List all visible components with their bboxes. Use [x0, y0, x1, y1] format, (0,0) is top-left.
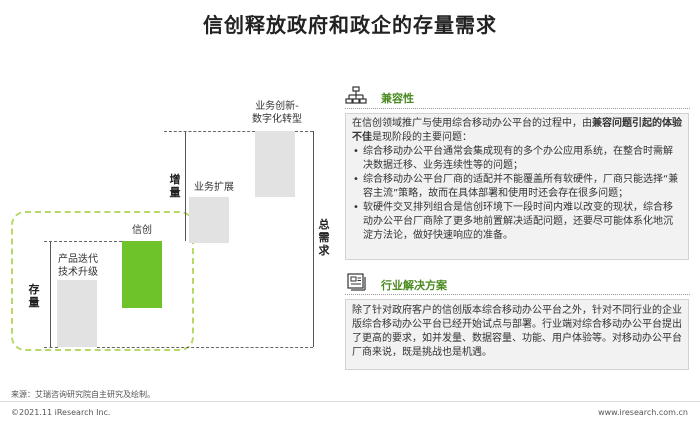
document-icon	[347, 273, 366, 291]
list-item: 综合移动办公平台通常会集成现有的多个办公应用系统，在整合时需解决数据迁移、业务连…	[352, 145, 682, 173]
total-label: 总 需 求	[318, 218, 330, 257]
label-expansion: 业务扩展	[194, 182, 234, 193]
compat-intro-bold: 兼容问题引起的体验不佳	[352, 118, 682, 143]
compat-intro-text: 在信创领域推广与使用综合移动办公平台的过程中，由	[352, 118, 592, 129]
website: www.iresearch.com.cn	[598, 408, 688, 417]
industry-divider	[345, 294, 690, 295]
compat-intro-text-end: 是现阶段的主要问题：	[372, 132, 472, 143]
increment-label: 增 量	[169, 173, 181, 199]
copyright: ©2021.11 iResearch Inc.	[11, 408, 111, 417]
bar-expansion	[189, 197, 229, 243]
list-item: 软硬件交叉排列组合是信创环境下一段时间内难以改变的现状，综合移动办公平台厂商除了…	[352, 201, 682, 243]
source-note: 来源：艾瑞咨询研究院自主研究及绘制。	[11, 390, 155, 399]
hierarchy-icon	[345, 86, 367, 104]
increment-line	[185, 131, 186, 241]
total-bottom-dash	[97, 347, 313, 348]
compat-intro: 在信创领域推广与使用综合移动办公平台的过程中，由兼容问题引起的体验不佳是现阶段的…	[352, 117, 682, 145]
compat-bullets: 综合移动办公平台通常会集成现有的多个办公应用系统，在整合时需解决数据迁移、业务连…	[352, 145, 682, 243]
page-title: 信创释放政府和政企的存量需求	[203, 13, 497, 37]
stock-dashed-box	[11, 211, 194, 351]
list-item: 综合移动办公平台厂商的适配并不能覆盖所有软硬件，厂商只能选择“兼容主流”策略，故…	[352, 173, 682, 201]
industry-text: 除了针对政府客户的信创版本综合移动办公平台之外，针对不同行业的企业版综合移动办公…	[352, 305, 682, 358]
compat-title: 兼容性	[381, 92, 414, 105]
compat-divider	[345, 108, 690, 109]
stock-label: 存 量	[28, 283, 40, 309]
label-innovation: 业务创新- 数字化转型	[252, 101, 302, 125]
increment-top-dash	[164, 131, 255, 132]
label-xinchuang: 信创	[132, 225, 152, 236]
footer-divider	[0, 401, 700, 402]
compat-box: 在信创领域推广与使用综合移动办公平台的过程中，由兼容问题引起的体验不佳是现阶段的…	[345, 113, 689, 260]
total-line	[313, 131, 314, 347]
total-top-dash	[295, 131, 313, 132]
stock-bottom-dash	[44, 347, 58, 348]
industry-title: 行业解决方案	[381, 279, 447, 292]
industry-box: 除了针对政府客户的信创版本综合移动办公平台之外，针对不同行业的企业版综合移动办公…	[345, 299, 689, 370]
stock-top-dash	[44, 241, 122, 242]
bar-xinchuang	[122, 241, 162, 308]
bar-innovation	[255, 131, 295, 197]
label-iteration: 产品迭代 技术升级	[58, 254, 98, 278]
stock-line	[50, 241, 51, 347]
bar-iteration	[57, 280, 97, 347]
